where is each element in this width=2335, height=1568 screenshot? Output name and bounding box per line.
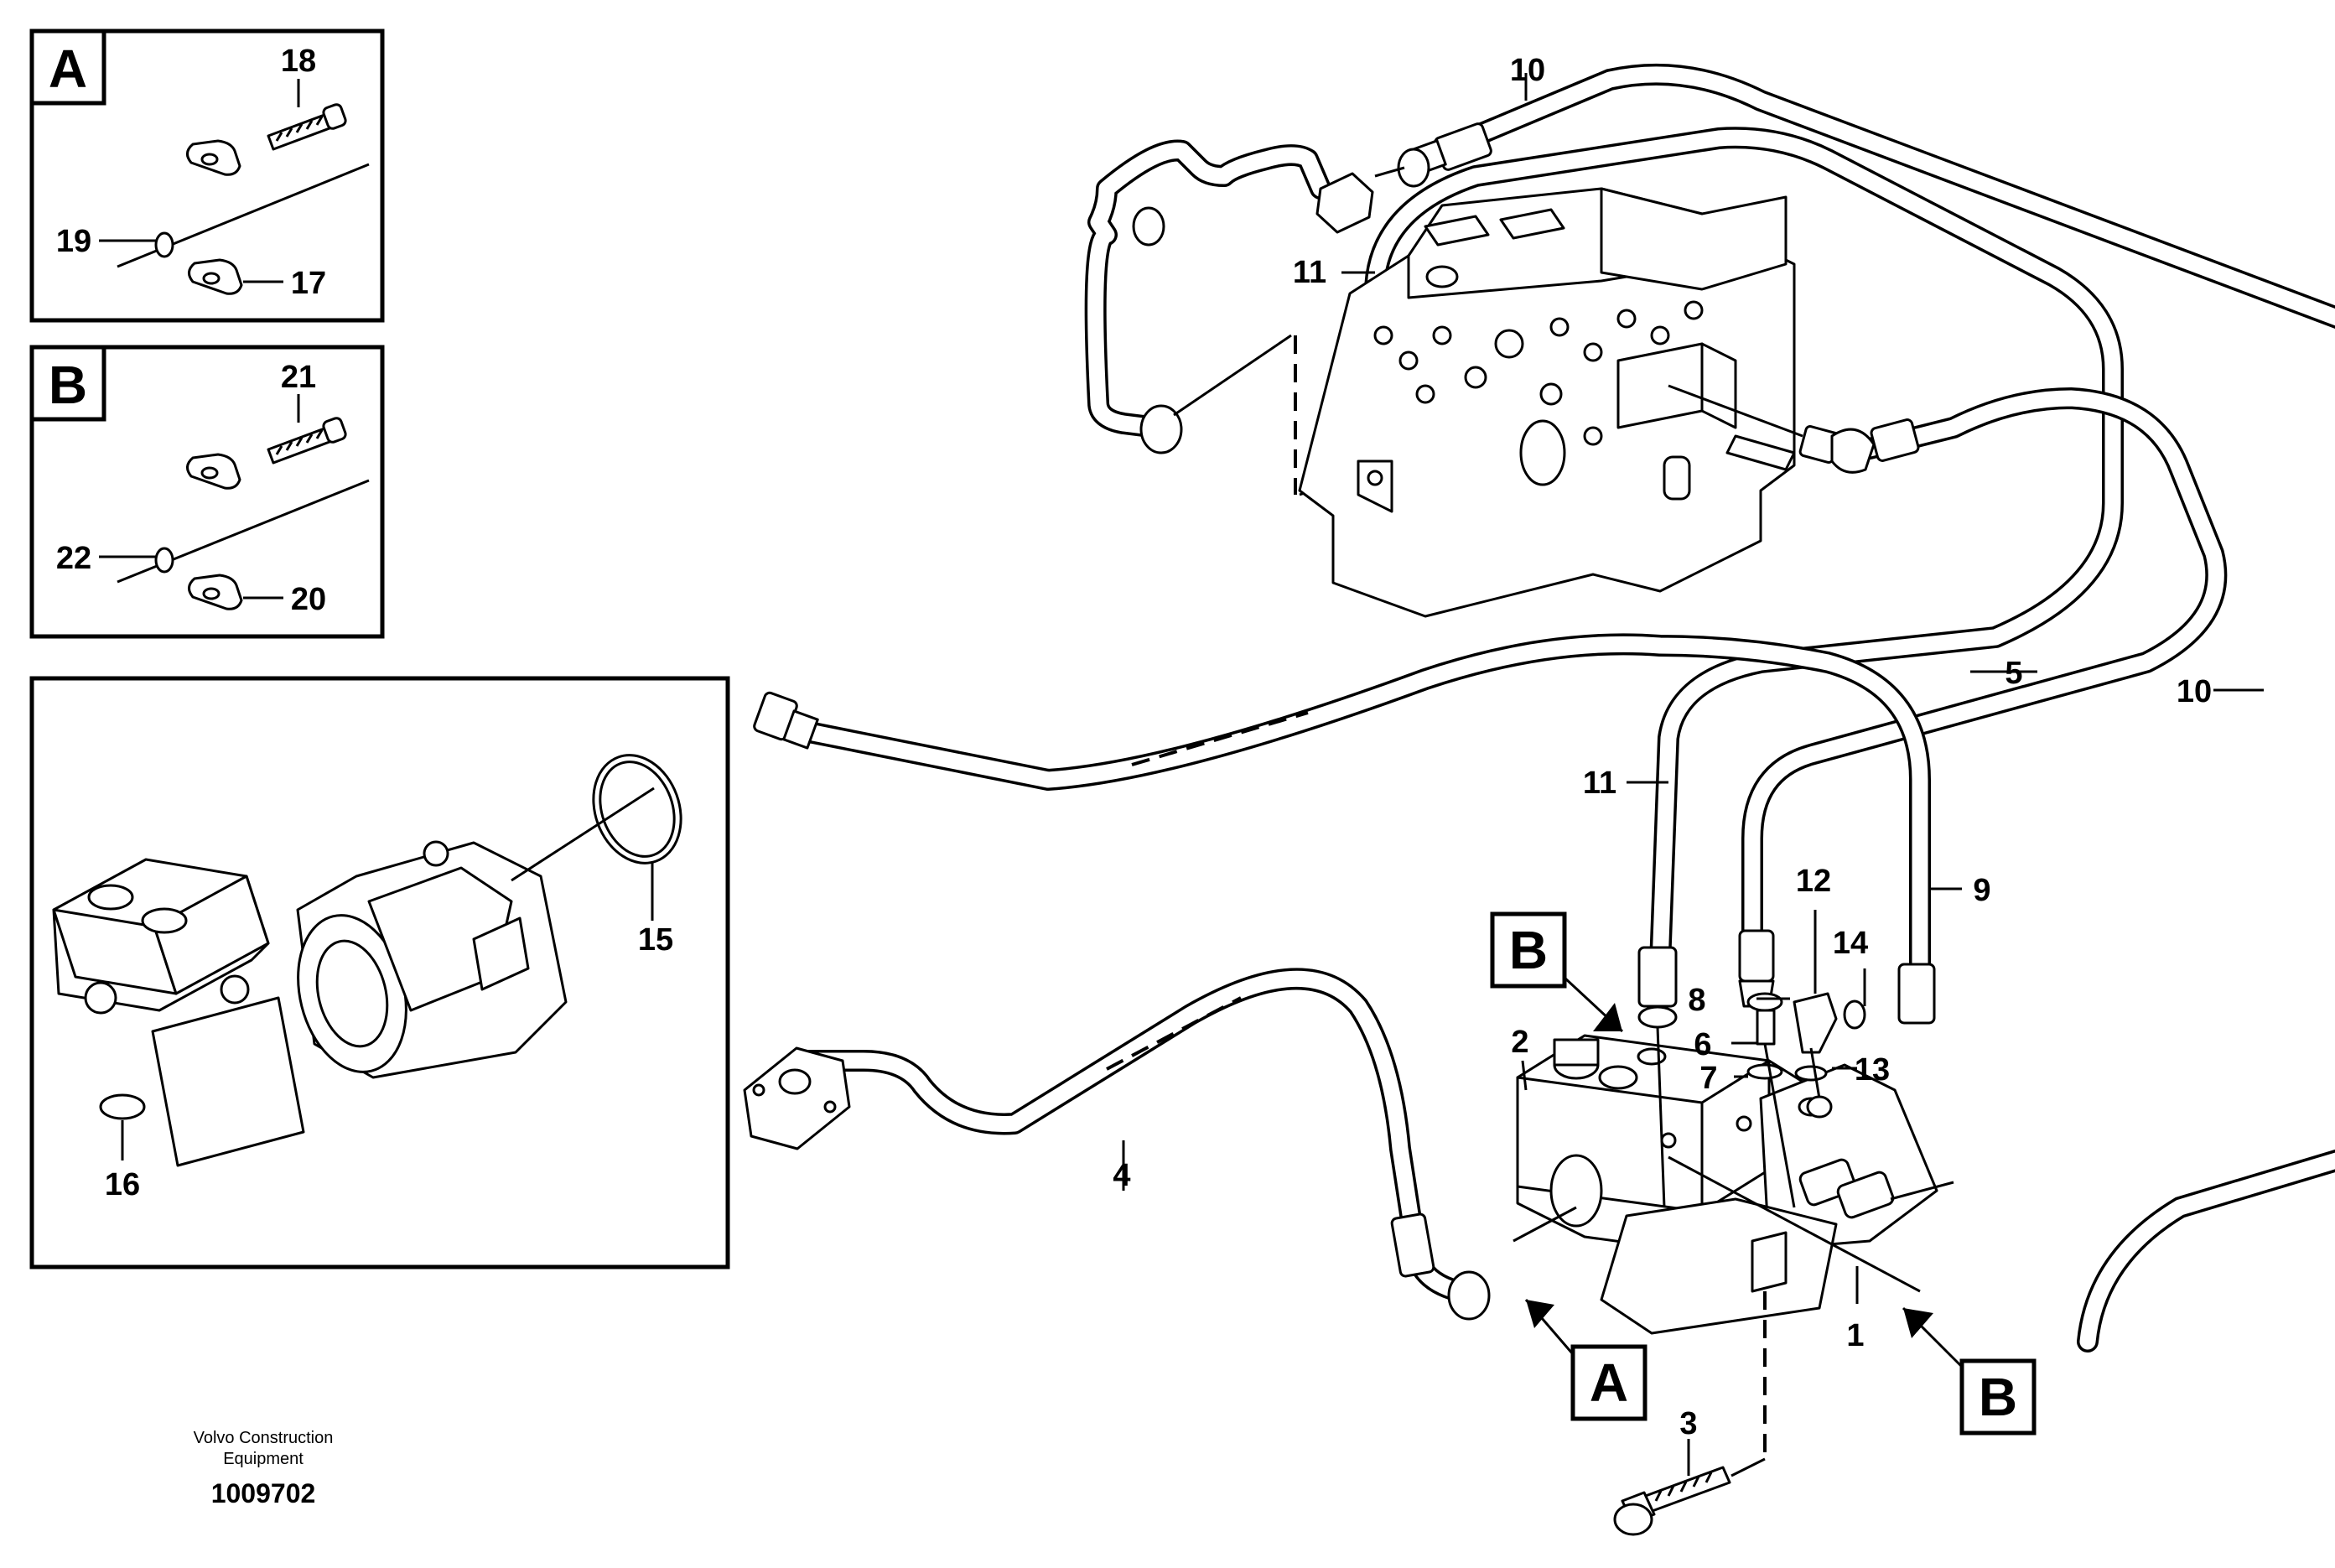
- fitting-10-top: [1374, 122, 1492, 188]
- view-tag-b-top: B: [1490, 911, 1624, 1033]
- callout-16: 16: [105, 1167, 140, 1202]
- callout-18: 18: [281, 44, 316, 79]
- callout-13: 13: [1855, 1052, 1890, 1088]
- tube-4: [743, 968, 1491, 1321]
- hose-11: [1364, 127, 2124, 975]
- callout-11-top: 11: [1293, 255, 1326, 290]
- callout-8: 8: [1688, 983, 1705, 1018]
- fitting-stack-right: [1793, 992, 1866, 1119]
- view-tag-a-bottom-letter: A: [1590, 1353, 1628, 1413]
- leader-lines: [1122, 73, 2264, 1476]
- callouts: 10 11 5 10 11 9 12 14 8 6 7 13 2 4 1 3: [1113, 53, 2212, 1441]
- callout-5: 5: [2005, 656, 2022, 691]
- company-name-line1: Volvo Construction: [194, 1429, 334, 1447]
- hose-5: [1741, 387, 2228, 958]
- callout-12: 12: [1796, 864, 1831, 899]
- callout-10-right: 10: [2177, 674, 2212, 709]
- callout-20: 20: [291, 582, 326, 617]
- callout-7: 7: [1699, 1061, 1717, 1096]
- callout-2: 2: [1511, 1025, 1528, 1060]
- callout-21: 21: [281, 360, 316, 395]
- drawing-number: 1009702: [211, 1478, 316, 1508]
- main-assembly: 10 11 5 10 11 9 12 14 8 6 7 13 2 4 1 3 B…: [743, 53, 2335, 1536]
- pump-assembly: [1513, 1034, 1954, 1335]
- callout-19: 19: [56, 224, 91, 259]
- callout-22: 22: [56, 541, 91, 576]
- callout-4: 4: [1113, 1158, 1130, 1193]
- detail-box-a-letter: A: [49, 39, 87, 99]
- callout-6: 6: [1694, 1027, 1711, 1062]
- view-tag-a-bottom: A: [1524, 1299, 1647, 1421]
- callout-11-mid: 11: [1583, 766, 1616, 801]
- bolt-3: [1613, 1291, 1767, 1536]
- company-name-line2: Equipment: [223, 1450, 304, 1468]
- callout-9: 9: [1973, 873, 1990, 908]
- valve-side-fitting: [1798, 418, 1920, 474]
- callout-1: 1: [1846, 1318, 1864, 1353]
- detail-box-a: A 18 19 17: [29, 29, 385, 323]
- detail-box-pump: 15 16: [29, 676, 730, 1269]
- fitting-stack-left: [1637, 929, 1796, 1208]
- view-tag-b-bottom: B: [1902, 1306, 2037, 1436]
- callout-15: 15: [638, 922, 673, 958]
- detail-box-b-letter: B: [49, 355, 87, 415]
- callout-3: 3: [1679, 1406, 1697, 1441]
- hose-9: [753, 633, 1936, 1025]
- callout-14: 14: [1833, 926, 1868, 961]
- view-tag-b-bottom-letter: B: [1979, 1367, 2017, 1427]
- callout-10-top: 10: [1510, 53, 1545, 88]
- control-valve: [1298, 187, 1803, 618]
- footer: Volvo Construction Equipment 1009702: [194, 1429, 334, 1508]
- view-tag-b-top-letter: B: [1509, 920, 1548, 980]
- detail-box-b: B 21 22 20: [29, 345, 385, 639]
- callout-17: 17: [291, 266, 326, 301]
- hose-10: [1469, 63, 2335, 1353]
